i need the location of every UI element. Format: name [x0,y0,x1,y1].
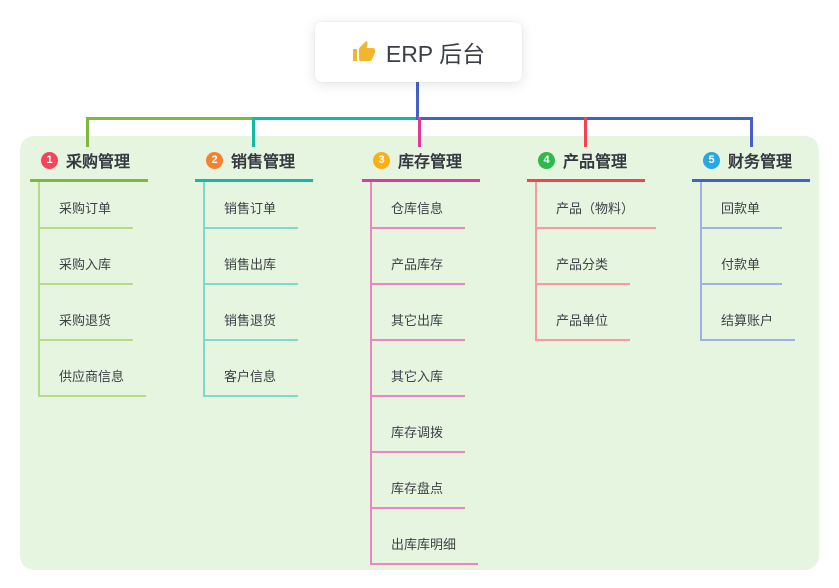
child-node-label[interactable]: 库存盘点 [372,478,466,509]
branch-label: 产品管理 [563,154,628,171]
child-node-label[interactable]: 销售退货 [205,310,299,341]
branch-title[interactable]: 2 销售管理 [195,148,313,182]
root-node[interactable]: ERP 后台 [315,22,522,82]
child-node: 销售退货 [205,285,299,341]
root-connector-line [416,81,419,120]
branch-4: 4 产品管理产品（物料） 产品分类产品单位 [527,148,657,341]
child-node-label[interactable]: 采购入库 [40,254,134,285]
child-node-label[interactable]: 产品单位 [537,310,631,341]
child-node: 库存调拨 [372,397,478,453]
branch-number-badge: 3 [373,151,390,169]
branch-number-badge: 2 [206,151,223,169]
branch-number-badge: 1 [41,151,58,169]
child-node: 出库库明细 [372,509,479,565]
root-label: ERP 后台 [385,41,486,67]
child-node: 客户信息 [205,341,299,397]
child-node-label[interactable]: 采购退货 [40,310,134,341]
child-node: 产品库存 [372,229,478,285]
child-node-label[interactable]: 销售订单 [205,198,299,229]
branch-label: 财务管理 [728,154,793,171]
child-node: 产品分类 [537,229,656,285]
branch-riser-1 [86,117,89,147]
child-node: 其它出库 [372,285,478,341]
child-node: 产品（物料） [537,182,657,229]
background-panel [20,136,819,570]
branch-children: 销售订单销售出库销售退货客户信息 [203,182,299,397]
child-node-label[interactable]: 供应商信息 [40,366,147,397]
child-node: 销售订单 [205,182,299,229]
branch-label: 销售管理 [231,154,296,171]
branch-5: 5 财务管理回款单付款单结算账户 [692,148,810,341]
child-node: 回款单 [702,182,795,229]
child-node-label[interactable]: 产品分类 [537,254,631,285]
branch-children: 仓库信息产品库存其它出库其它入库库存调拨库存盘点出库库明细 [370,182,479,565]
branch-label: 库存管理 [398,154,463,171]
branch-number-badge: 4 [538,151,555,169]
branch-riser-4 [584,117,587,147]
branch-children: 回款单付款单结算账户 [700,182,796,341]
child-node: 其它入库 [372,341,478,397]
child-node-label[interactable]: 产品库存 [372,254,466,285]
child-node: 销售出库 [205,229,299,285]
branch-riser-2 [252,117,255,147]
child-node-label[interactable]: 其它入库 [372,366,466,397]
child-node: 采购订单 [40,182,146,229]
bus-segment-left [86,117,255,120]
branch-riser-3 [418,117,421,147]
branch-title[interactable]: 5 财务管理 [692,148,810,182]
child-node: 库存盘点 [372,453,478,509]
branch-label: 采购管理 [66,154,131,171]
child-node-label[interactable]: 仓库信息 [372,198,466,229]
child-node: 仓库信息 [372,182,478,229]
branch-title[interactable]: 3 库存管理 [362,148,480,182]
child-node-label[interactable]: 产品（物料） [537,198,657,229]
child-node: 采购入库 [40,229,146,285]
branch-title[interactable]: 4 产品管理 [527,148,645,182]
branch-children: 产品（物料） 产品分类产品单位 [535,182,657,341]
branch-number-badge: 5 [703,151,720,169]
branch-riser-5 [750,117,753,147]
branch-children: 采购订单采购入库采购退货供应商信息 [38,182,147,397]
branch-3: 3 库存管理仓库信息产品库存其它出库其它入库库存调拨库存盘点出库库明细 [362,148,480,565]
bus-segment-mid [252,117,419,120]
child-node-label[interactable]: 销售出库 [205,254,299,285]
child-node: 采购退货 [40,285,146,341]
branch-2: 2 销售管理销售订单销售出库销售退货客户信息 [195,148,313,397]
child-node-label[interactable]: 付款单 [702,254,783,285]
branch-1: 1 采购管理采购订单采购入库采购退货供应商信息 [30,148,148,397]
child-node-label[interactable]: 出库库明细 [372,534,479,565]
child-node-label[interactable]: 库存调拨 [372,422,466,453]
child-node: 付款单 [702,229,795,285]
branch-title[interactable]: 1 采购管理 [30,148,148,182]
child-node-label[interactable]: 客户信息 [205,366,299,397]
child-node-label[interactable]: 回款单 [702,198,783,229]
child-node-label[interactable]: 采购订单 [40,198,134,229]
child-node: 产品单位 [537,285,656,341]
child-node-label[interactable]: 其它出库 [372,310,466,341]
thumbs-up-icon [352,40,376,64]
child-node-label[interactable]: 结算账户 [702,310,796,341]
child-node: 供应商信息 [40,341,147,397]
child-node: 结算账户 [702,285,796,341]
